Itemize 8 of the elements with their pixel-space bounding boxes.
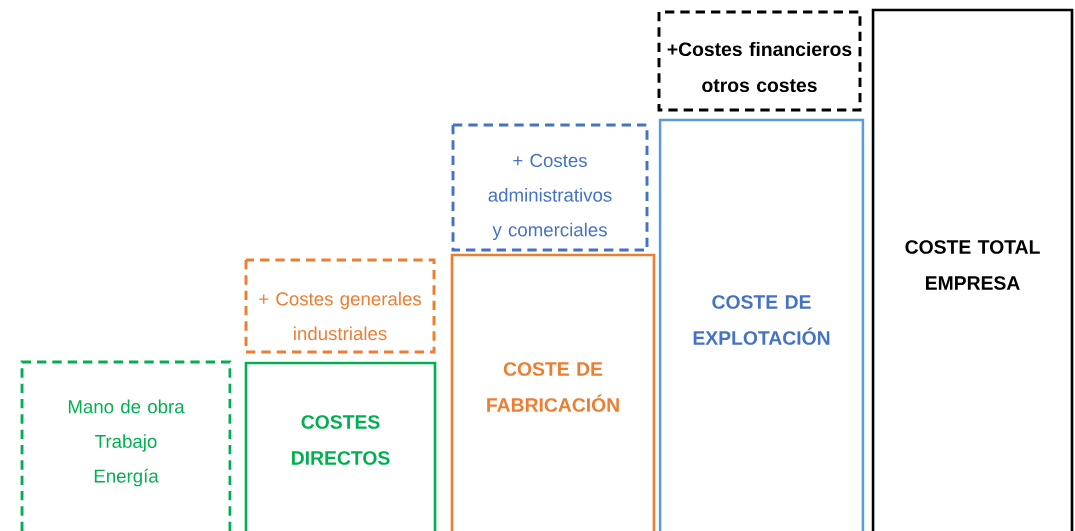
dashed-box: + Costes administrativos y comerciales (451, 123, 649, 252)
dashed-box: +Costes financieros otros costes (657, 10, 862, 112)
dashed-box: Mano de obra Trabajo Energía (20, 360, 232, 531)
cost-bar: COSTES DIRECTOS (244, 361, 437, 531)
cost-bar: COSTE DE EXPLOTACIÓN (658, 118, 865, 531)
cost-bar: COSTE DE FABRICACIÓN (450, 253, 656, 531)
cost-bar: COSTE TOTAL EMPRESA (871, 8, 1074, 531)
dashed-box: + Costes generales industriales (244, 258, 436, 354)
